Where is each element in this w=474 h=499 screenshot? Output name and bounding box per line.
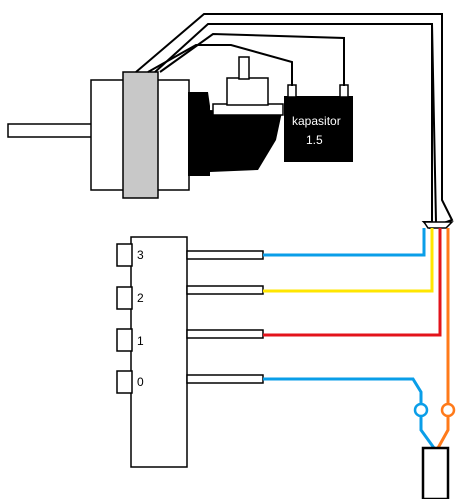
knob-body [226, 77, 269, 106]
switch-button-3[interactable] [116, 243, 133, 267]
wire-blue-to-plug [419, 416, 436, 449]
motor-rear-housing [208, 110, 282, 172]
capacitor-body [284, 96, 353, 162]
wire-yellow-2 [263, 228, 434, 293]
capacitor-name: kapasitor [292, 114, 341, 128]
position-label-0: 0 [137, 375, 144, 389]
power-plug [421, 446, 450, 499]
motor-band [122, 71, 159, 199]
capacitor-terminal-left [287, 84, 297, 98]
switch-button-1[interactable] [116, 328, 133, 352]
motor-rear-block [188, 92, 210, 176]
wire-red-1 [263, 228, 442, 337]
cable-end [422, 221, 454, 229]
motor-shaft [7, 123, 93, 138]
capacitor-terminal-right [339, 84, 349, 98]
capacitor-value: 1.5 [306, 133, 323, 147]
switch-body [130, 236, 188, 468]
motor-wires [147, 23, 437, 223]
wire-orange-to-plug [436, 416, 450, 449]
wire-blue-3 [263, 228, 426, 257]
switch-button-2[interactable] [116, 286, 133, 310]
switch-terminals [186, 250, 264, 384]
blue-ring-connector [413, 402, 429, 418]
knob-stem [238, 56, 250, 80]
switch-button-0[interactable] [116, 370, 133, 394]
orange-ring-connector [440, 402, 456, 418]
position-label-1: 1 [137, 334, 144, 348]
position-label-2: 2 [137, 291, 144, 305]
wire-blue-0 [263, 377, 423, 404]
position-label-3: 3 [137, 248, 144, 262]
